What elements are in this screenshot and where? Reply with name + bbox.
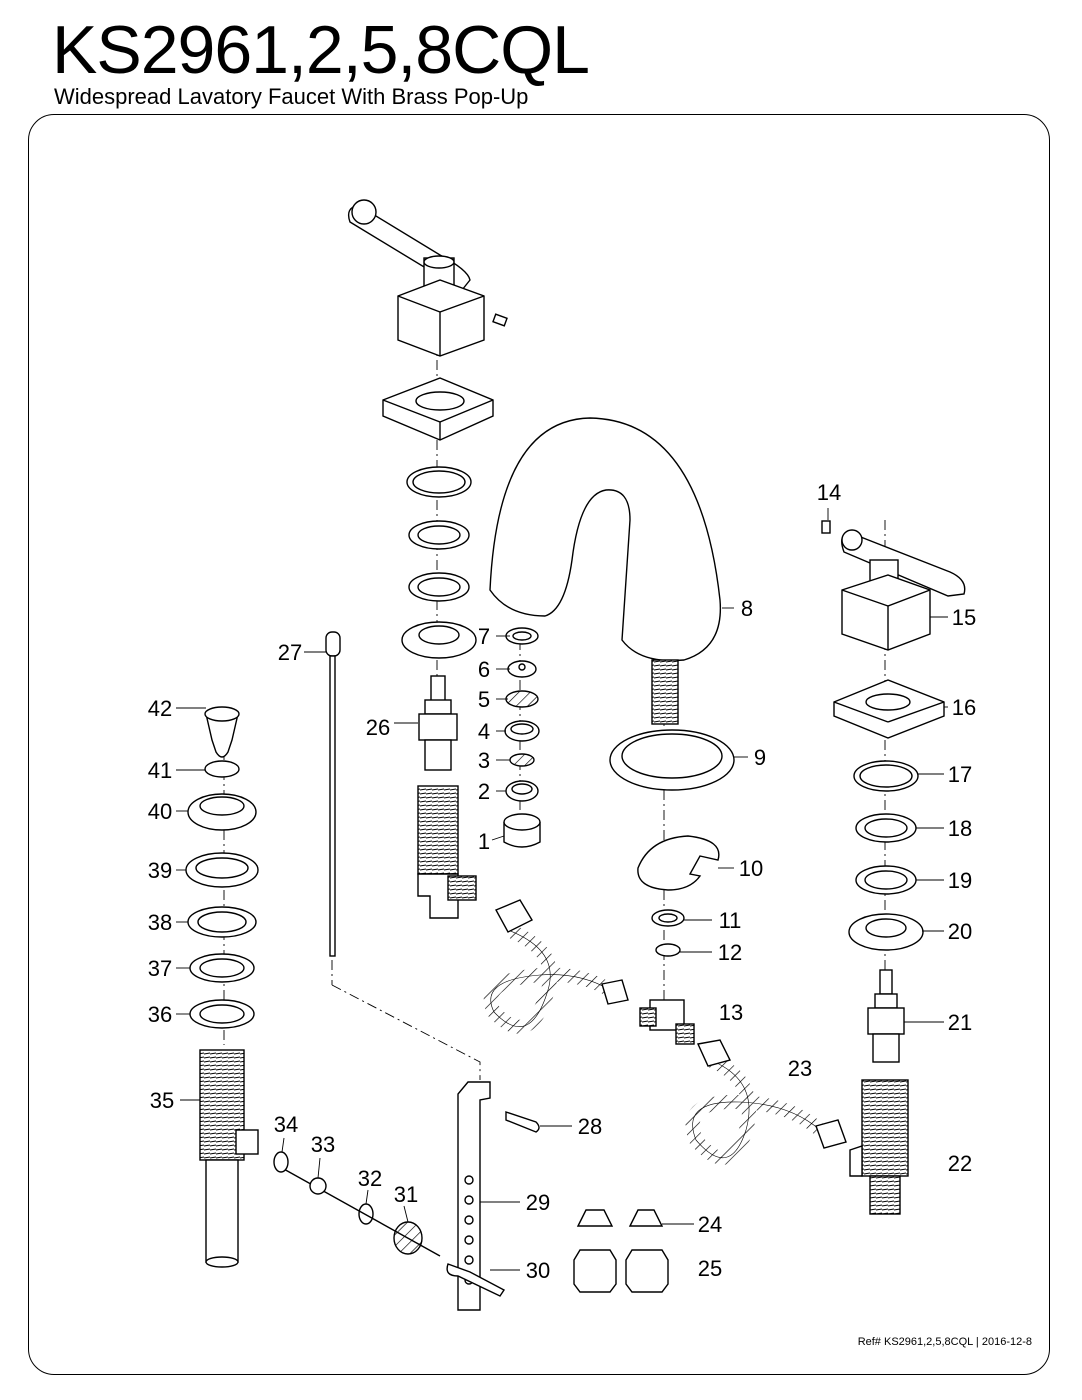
- callout-36: 36: [148, 1002, 172, 1027]
- callout-32: 32: [358, 1166, 382, 1191]
- callout-15: 15: [952, 605, 976, 630]
- callout-26: 26: [366, 715, 390, 740]
- callout-40: 40: [148, 799, 172, 824]
- callout-6: 6: [478, 657, 490, 682]
- callout-29: 29: [526, 1190, 550, 1215]
- callout-1: 1: [478, 829, 490, 854]
- callout-8: 8: [741, 596, 753, 621]
- callout-3: 3: [478, 748, 490, 773]
- callout-39: 39: [148, 858, 172, 883]
- callout-12: 12: [718, 940, 742, 965]
- callout-35: 35: [150, 1088, 174, 1113]
- callout-13: 13: [719, 1000, 743, 1025]
- model-title: KS2961,2,5,8CQL: [52, 12, 590, 88]
- callout-9: 9: [754, 745, 766, 770]
- callout-19: 19: [948, 868, 972, 893]
- callout-23: 23: [788, 1056, 812, 1081]
- left-handle: [347, 199, 508, 357]
- callout-28: 28: [578, 1114, 602, 1139]
- callout-41: 41: [148, 758, 172, 783]
- callout-31: 31: [394, 1182, 418, 1207]
- subtitle: Widespread Lavatory Faucet With Brass Po…: [54, 84, 529, 109]
- callout-16: 16: [952, 695, 976, 720]
- callout-10: 10: [739, 856, 763, 881]
- callout-33: 33: [311, 1132, 335, 1157]
- callout-5: 5: [478, 687, 490, 712]
- callout-21: 21: [948, 1010, 972, 1035]
- callout-27: 27: [278, 640, 302, 665]
- reference-number: Ref# KS2961,2,5,8CQL: [857, 1336, 973, 1348]
- callout-14: 14: [817, 480, 841, 505]
- reference-date: 2016-12-8: [981, 1336, 1032, 1348]
- callout-38: 38: [148, 910, 172, 935]
- callout-2: 2: [478, 779, 490, 804]
- callout-37: 37: [148, 956, 172, 981]
- diagram-frame: [28, 114, 1050, 1375]
- callout-7: 7: [478, 624, 490, 649]
- callout-42: 42: [148, 696, 172, 721]
- callout-30: 30: [526, 1258, 550, 1283]
- callout-24: 24: [698, 1212, 722, 1237]
- footer-separator: |: [975, 1336, 979, 1348]
- callout-11: 11: [719, 908, 742, 933]
- callout-22: 22: [948, 1151, 972, 1176]
- callout-17: 17: [948, 762, 972, 787]
- callout-20: 20: [948, 919, 972, 944]
- callout-4: 4: [478, 719, 490, 744]
- callout-18: 18: [948, 816, 972, 841]
- reference-footer: Ref# KS2961,2,5,8CQL | 2016-12-8: [858, 1336, 1032, 1348]
- callout-34: 34: [274, 1112, 298, 1137]
- callout-25: 25: [698, 1256, 722, 1281]
